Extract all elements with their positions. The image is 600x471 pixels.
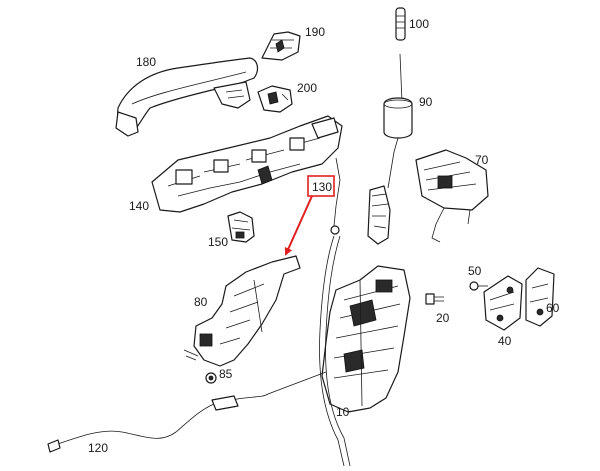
part-10-door-lock[interactable]	[321, 265, 411, 413]
part-60-striker-bracket[interactable]	[525, 267, 555, 327]
part-100-pin[interactable]	[395, 7, 406, 41]
callout-60: 60	[546, 301, 560, 315]
part-85-screw[interactable]	[205, 372, 217, 384]
part-50-screw[interactable]	[469, 281, 488, 291]
part-70-actuator[interactable]	[415, 149, 489, 243]
part-120-release-cable[interactable]	[47, 371, 327, 453]
part-180-door-handle[interactable]	[115, 57, 259, 137]
part-90-lock-cylinder-rod[interactable]	[383, 53, 413, 189]
callout-10: 10	[336, 405, 350, 419]
callout-90: 90	[419, 95, 433, 109]
highlight-box-130	[307, 175, 335, 197]
callout-140: 140	[129, 199, 149, 213]
part-140-handle-carrier[interactable]	[151, 115, 343, 213]
callout-150: 150	[208, 235, 228, 249]
part-150-clip[interactable]	[227, 211, 255, 243]
callout-200: 200	[297, 81, 317, 95]
part-cable-sheath[interactable]	[319, 235, 351, 467]
callout-70: 70	[475, 153, 489, 167]
callout-190: 190	[305, 25, 325, 39]
callout-80: 80	[194, 295, 208, 309]
part-20-bolt[interactable]	[425, 293, 444, 305]
callout-40: 40	[498, 334, 512, 348]
part-80-inner-bracket[interactable]	[183, 255, 301, 367]
callout-120: 120	[88, 441, 108, 455]
callout-180: 180	[136, 55, 156, 69]
callout-85: 85	[219, 367, 233, 381]
highlight-arrow	[284, 195, 313, 256]
part-190-handle-cap[interactable]	[261, 31, 301, 61]
part-40-striker-plate[interactable]	[483, 275, 523, 331]
part-200-bracket[interactable]	[257, 85, 293, 113]
callout-20: 20	[436, 311, 450, 325]
callout-50: 50	[468, 264, 482, 278]
part-130-control-rod[interactable]	[330, 157, 391, 245]
callout-130: 130	[312, 180, 332, 194]
callout-100: 100	[409, 17, 429, 31]
